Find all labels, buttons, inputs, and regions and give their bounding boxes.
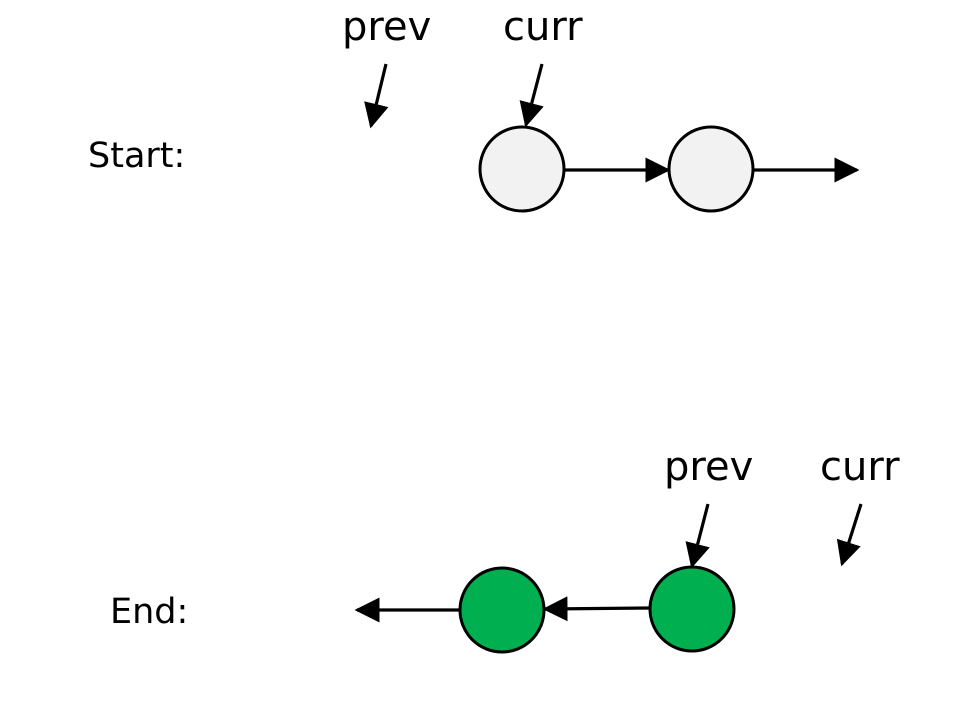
end-prev-label: prev [664,444,753,490]
start-curr-label: curr [503,4,583,50]
end-state: End: prev curr [110,444,900,654]
start-label: Start: [88,136,185,176]
end-curr-pointer-arrow [836,503,863,567]
start-prev-label: prev [342,4,431,50]
start-curr-pointer-arrow [519,63,544,128]
end-curr-label: curr [820,444,900,490]
end-prev-pointer-arrow [685,503,710,569]
start-prev-pointer-arrow [364,63,389,129]
end-reversed-arrow-2 [542,596,651,622]
end-label: End: [110,592,188,632]
start-node-2 [667,125,755,213]
end-node-2 [648,565,736,653]
start-node-1 [478,125,566,213]
start-state: Start: prev curr [88,4,860,213]
end-node-1 [458,566,546,654]
